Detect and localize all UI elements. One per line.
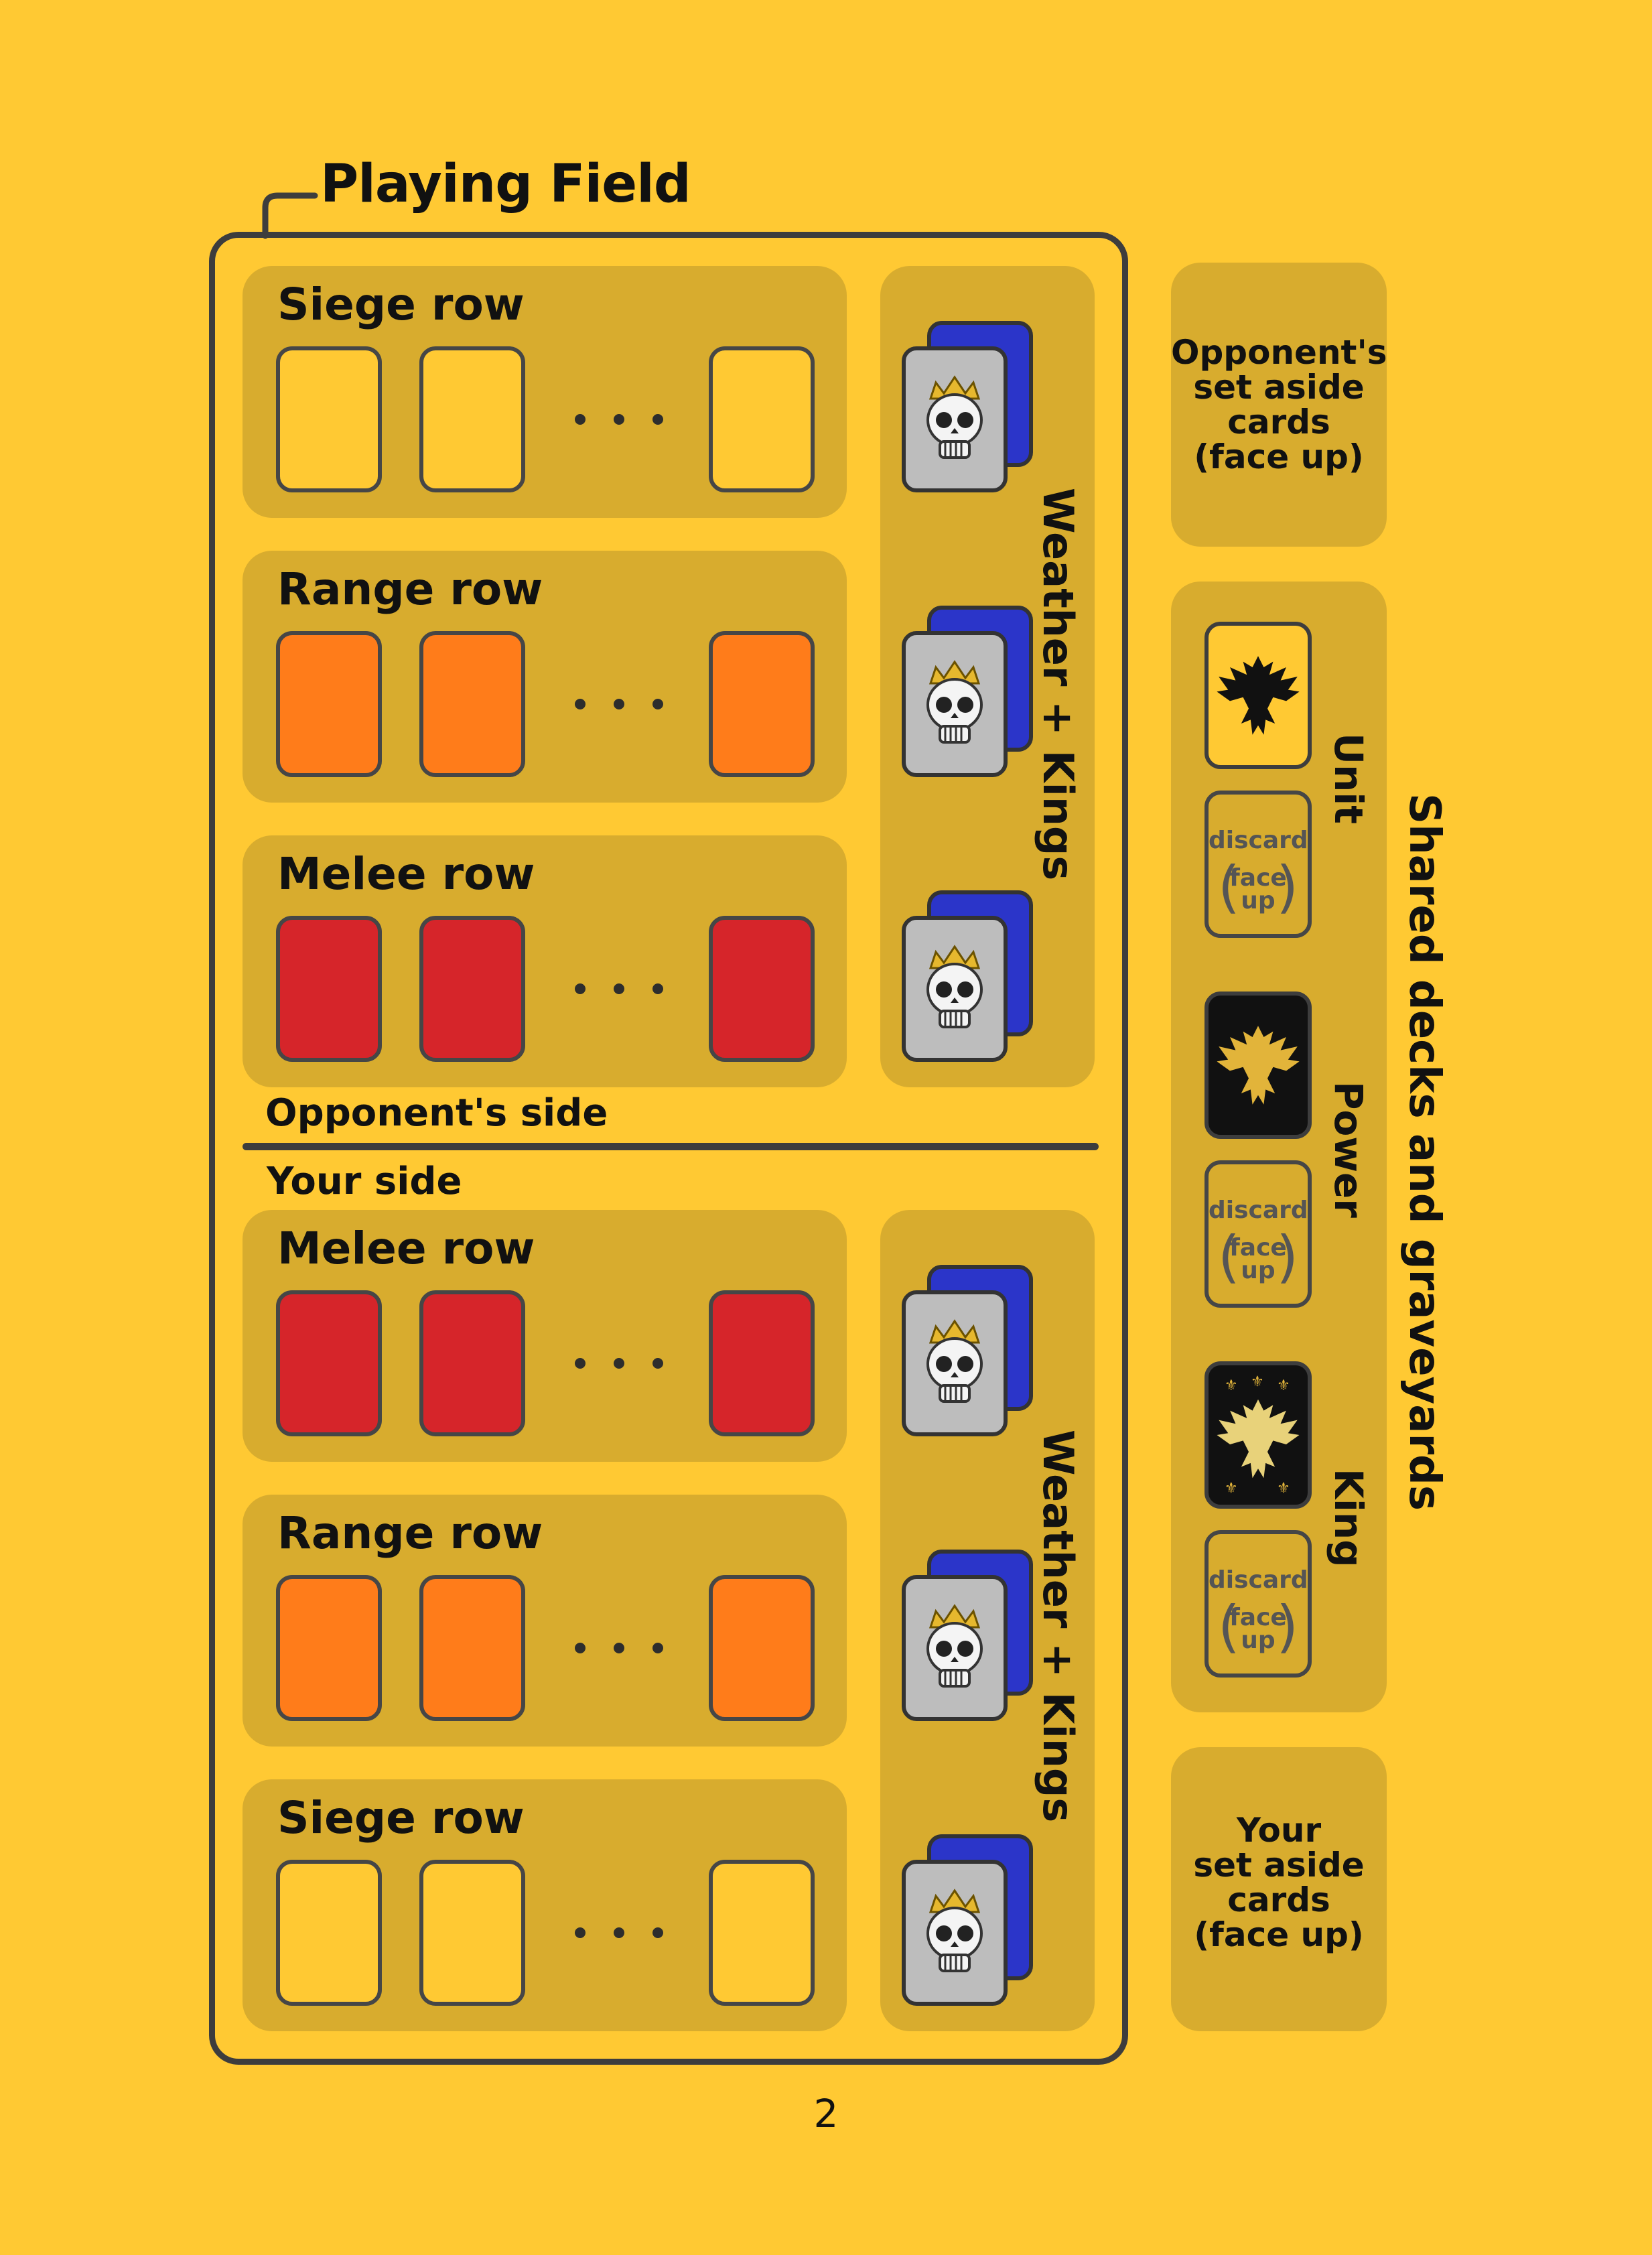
ellipsis-dot — [652, 414, 663, 425]
crowned-skull-icon — [926, 375, 983, 459]
weather-kings-card[interactable] — [902, 916, 1008, 1062]
crowned-skull-icon — [926, 1889, 983, 1972]
card-slot[interactable] — [709, 346, 815, 492]
ellipsis-dot — [614, 1643, 624, 1653]
ellipsis-dot — [652, 699, 663, 709]
weather-kings-card[interactable] — [902, 1860, 1008, 2006]
crowned-skull-icon — [926, 660, 983, 744]
ellipsis-dot — [575, 983, 586, 994]
svg-text:⚜: ⚜ — [1277, 1480, 1290, 1497]
playing-field-frame — [209, 232, 1128, 2065]
your-set-aside-panel — [1171, 1747, 1387, 2031]
opponent-side-label: Opponent's side — [265, 1091, 608, 1135]
weather-kings-label: Weather + Kings — [1034, 1430, 1083, 1823]
shared-decks-label: Shared decks and graveyards — [1399, 793, 1449, 1511]
opponent-set-aside-panel — [1171, 263, 1387, 547]
card-slot[interactable] — [709, 631, 815, 777]
card-slot[interactable] — [276, 1290, 382, 1436]
weather-kings-card[interactable] — [902, 1290, 1008, 1436]
crowned-skull-icon — [926, 1604, 983, 1688]
card-slot[interactable] — [419, 346, 525, 492]
svg-text:⚜: ⚜ — [1225, 1377, 1238, 1394]
page-number: 2 — [813, 2091, 839, 2136]
king-deck-card[interactable]: ⚜ ⚜ ⚜ ⚜ ⚜ — [1204, 1361, 1312, 1509]
card-slot[interactable] — [276, 631, 382, 777]
ellipsis-dot — [652, 1358, 663, 1369]
ellipsis-dot — [575, 1358, 586, 1369]
unit-deck-label: Unit — [1326, 733, 1371, 824]
svg-text:⚜: ⚜ — [1251, 1373, 1264, 1390]
power-deck-card[interactable] — [1204, 992, 1312, 1139]
weather-kings-card[interactable] — [902, 631, 1008, 777]
unit-deck-card[interactable] — [1204, 622, 1312, 769]
card-slot[interactable] — [276, 916, 382, 1062]
eagle-icon — [1217, 1026, 1300, 1105]
card-slot[interactable] — [419, 1860, 525, 2006]
your-set-aside-text: Your set aside cards (face up) — [1193, 1811, 1365, 1954]
eagle-icon: ⚜ ⚜ ⚜ ⚜ ⚜ — [1217, 1373, 1300, 1497]
row-label: Siege row — [277, 279, 525, 330]
ellipsis-dot — [614, 1927, 624, 1938]
card-slot[interactable] — [276, 1860, 382, 2006]
svg-text:⚜: ⚜ — [1277, 1377, 1290, 1394]
sides-divider — [243, 1143, 1099, 1150]
shared-decks-panel — [1171, 582, 1387, 1712]
row-label: Siege row — [277, 1792, 525, 1844]
ellipsis-dot — [614, 414, 624, 425]
ellipsis-dot — [575, 1643, 586, 1653]
svg-text:⚜: ⚜ — [1225, 1480, 1238, 1497]
ellipsis-dot — [652, 983, 663, 994]
row-label: Range row — [277, 563, 543, 615]
row-label: Range row — [277, 1507, 543, 1559]
card-slot[interactable] — [419, 916, 525, 1062]
ellipsis-dot — [575, 1927, 586, 1938]
power-deck-label: Power — [1326, 1081, 1371, 1218]
ellipsis-dot — [614, 699, 624, 709]
row-label: Melee row — [277, 1223, 535, 1274]
card-slot[interactable] — [709, 916, 815, 1062]
card-slot[interactable] — [276, 346, 382, 492]
weather-kings-card[interactable] — [902, 1575, 1008, 1721]
king-deck-label: King — [1326, 1468, 1371, 1568]
your-side-label: Your side — [267, 1160, 462, 1203]
crowned-skull-icon — [926, 1319, 983, 1403]
crowned-skull-icon — [926, 945, 983, 1028]
card-slot[interactable] — [276, 1575, 382, 1721]
weather-kings-label: Weather + Kings — [1034, 488, 1083, 881]
card-slot[interactable] — [419, 631, 525, 777]
row-label: Melee row — [277, 848, 535, 900]
ellipsis-dot — [614, 1358, 624, 1369]
title-bracket — [262, 192, 318, 239]
ellipsis-dot — [575, 414, 586, 425]
opponent-set-aside-text: Opponent's set aside cards (face up) — [1171, 333, 1387, 476]
eagle-icon — [1217, 656, 1300, 735]
card-slot[interactable] — [419, 1290, 525, 1436]
ellipsis-dot — [575, 699, 586, 709]
ellipsis-dot — [652, 1927, 663, 1938]
card-slot[interactable] — [419, 1575, 525, 1721]
card-slot[interactable] — [709, 1290, 815, 1436]
page-title: Playing Field — [320, 154, 691, 214]
card-slot[interactable] — [709, 1860, 815, 2006]
card-slot[interactable] — [709, 1575, 815, 1721]
weather-kings-card[interactable] — [902, 346, 1008, 492]
ellipsis-dot — [614, 983, 624, 994]
ellipsis-dot — [652, 1643, 663, 1653]
